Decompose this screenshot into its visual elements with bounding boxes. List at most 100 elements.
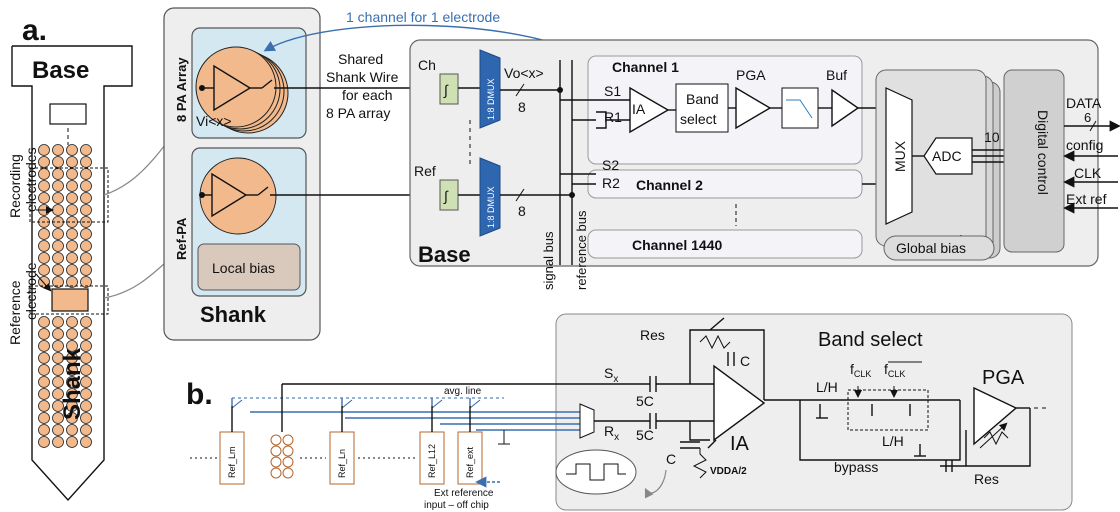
electrode-site bbox=[66, 328, 78, 340]
rx-mux bbox=[579, 403, 595, 439]
fclk-label-2: fCLK bbox=[884, 361, 905, 379]
electrode-site bbox=[38, 376, 50, 388]
reference-electrode-label-1: Reference bbox=[7, 280, 23, 345]
pga-opamp bbox=[973, 386, 1018, 446]
electrode-site bbox=[80, 412, 92, 424]
electrode-site bbox=[52, 228, 64, 240]
electrode-site bbox=[66, 156, 78, 168]
digital-control-label: Digital control bbox=[1035, 110, 1051, 195]
ref-box-label: Ref_Lm bbox=[227, 446, 237, 478]
electrode-site bbox=[80, 376, 92, 388]
ref-integrator bbox=[439, 179, 459, 211]
electrode-site bbox=[80, 240, 92, 252]
electrode-site bbox=[80, 168, 92, 180]
electrode-site bbox=[66, 252, 78, 264]
electrode-site bbox=[80, 156, 92, 168]
electrode-site bbox=[66, 264, 78, 276]
vdda-label: VDDA/2 bbox=[710, 466, 747, 477]
electrode-site bbox=[80, 264, 92, 276]
electrode-site bbox=[66, 424, 78, 436]
electrode-site bbox=[38, 240, 50, 252]
data-label: DATA bbox=[1066, 95, 1102, 111]
electrode-circle bbox=[270, 434, 282, 446]
electrode-site bbox=[80, 424, 92, 436]
electrode-circle bbox=[270, 467, 282, 479]
shared-wire-line-1: Shared bbox=[338, 51, 383, 67]
ref-box bbox=[219, 431, 245, 485]
electrode-site bbox=[66, 180, 78, 192]
ch-dmux bbox=[479, 49, 501, 129]
shank-box: 8 PA Array Vi<x> Ref-PA Local bias Shank bbox=[163, 7, 321, 341]
electrode-site bbox=[66, 240, 78, 252]
probe-shank-label: Shank bbox=[59, 347, 86, 420]
ia-label: IA bbox=[632, 101, 646, 117]
electrode-site bbox=[38, 424, 50, 436]
cap-c-top: C bbox=[740, 353, 750, 369]
local-bias-box bbox=[197, 243, 301, 291]
electrode-site bbox=[80, 340, 92, 352]
electrode-site bbox=[80, 276, 92, 288]
recording-pad-top bbox=[49, 103, 87, 125]
electrode-site bbox=[80, 328, 92, 340]
band-select-dashed bbox=[847, 389, 929, 431]
base-title: Base bbox=[418, 242, 471, 267]
integral-icon-2: ∫ bbox=[443, 188, 449, 204]
pga-title: PGA bbox=[982, 367, 1025, 389]
ref-pa-label: Ref-PA bbox=[174, 217, 189, 260]
electrode-site bbox=[38, 364, 50, 376]
electrode-site bbox=[52, 388, 64, 400]
adc-bits-label: 10 bbox=[984, 129, 1000, 145]
recording-electrodes bbox=[29, 144, 109, 448]
ia-opamp-label: IA bbox=[730, 433, 750, 455]
electrode-site bbox=[38, 412, 50, 424]
electrode-site bbox=[66, 316, 78, 328]
pa-stack bbox=[195, 46, 300, 134]
electrode-site bbox=[38, 156, 50, 168]
lh-label-1: L/H bbox=[816, 379, 838, 395]
lh-label-2: L/H bbox=[882, 433, 904, 449]
mux-shape bbox=[885, 87, 913, 225]
ext-ref-label: Ext ref bbox=[1066, 191, 1107, 207]
shared-wire-line-2: Shank Wire bbox=[326, 69, 399, 85]
ref-box bbox=[329, 431, 355, 485]
shared-wire-label: Shared Shank Wire for each 8 PA array bbox=[326, 51, 399, 121]
channel-electrode-note: 1 channel for 1 electrode bbox=[346, 9, 500, 25]
electrode-site bbox=[66, 204, 78, 216]
channel-1440-label: Channel 1440 bbox=[632, 237, 722, 253]
band-select-label-2: select bbox=[680, 111, 717, 127]
electrode-site bbox=[52, 436, 64, 448]
electrode-site bbox=[38, 168, 50, 180]
bypass-label: bypass bbox=[834, 459, 878, 475]
ref-box-label: Ref_L12 bbox=[427, 444, 437, 478]
ia-amp bbox=[629, 86, 670, 134]
cap-c-bottom: C bbox=[666, 451, 676, 467]
ref-dmux-label: 1:8 DMUX bbox=[486, 186, 496, 228]
reference-electrode bbox=[51, 288, 89, 312]
adc-label: ADC bbox=[932, 148, 962, 164]
electrode-site bbox=[52, 144, 64, 156]
electrode-circle bbox=[270, 456, 282, 468]
cap-5c-bottom: 5C bbox=[636, 427, 654, 443]
electrode-circle bbox=[282, 467, 294, 479]
clk-label: CLK bbox=[1074, 165, 1102, 181]
buf-amp bbox=[831, 88, 860, 128]
electrode-site bbox=[80, 388, 92, 400]
local-bias-label: Local bias bbox=[212, 260, 275, 276]
s1-label: S1 bbox=[604, 83, 621, 99]
electrode-site bbox=[52, 168, 64, 180]
electrode-site bbox=[80, 204, 92, 216]
signal-bus-label: signal bus bbox=[541, 231, 556, 290]
vo-label: Vo<x> bbox=[504, 65, 544, 81]
electrode-site bbox=[66, 376, 78, 388]
config-label: config bbox=[1066, 137, 1103, 153]
cap-5c-top: 5C bbox=[636, 393, 654, 409]
shank-box-title: Shank bbox=[200, 302, 267, 327]
reference-electrode-highlight bbox=[29, 285, 109, 315]
electrode-site bbox=[38, 340, 50, 352]
base-box: Base Ch ∫ 1:8 DMUX Vo<x> 8 Ref ∫ 1:8 DMU… bbox=[409, 39, 1099, 290]
channel-1440-box bbox=[587, 229, 863, 259]
electrode-site bbox=[38, 264, 50, 276]
electrode-site bbox=[80, 180, 92, 192]
shared-wire-line-4: 8 PA array bbox=[326, 105, 390, 121]
